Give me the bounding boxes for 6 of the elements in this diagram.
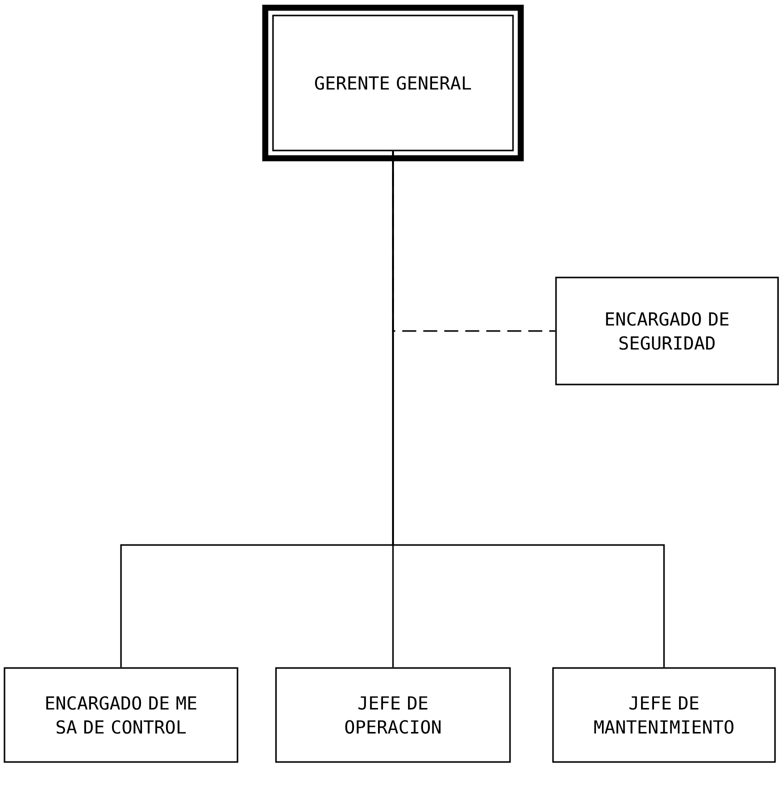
org-box: JEFE DE MANTENIMIENTO <box>552 667 776 763</box>
org-box: JEFE DE OPERACION <box>275 667 511 763</box>
org-box: GERENTE GENERAL <box>262 4 524 162</box>
connector-line <box>392 151 665 668</box>
org-box: ENCARGADO DE ME SA DE CONTROL <box>4 667 238 763</box>
org-box: ENCARGADO DE SEGURIDAD <box>555 276 779 386</box>
